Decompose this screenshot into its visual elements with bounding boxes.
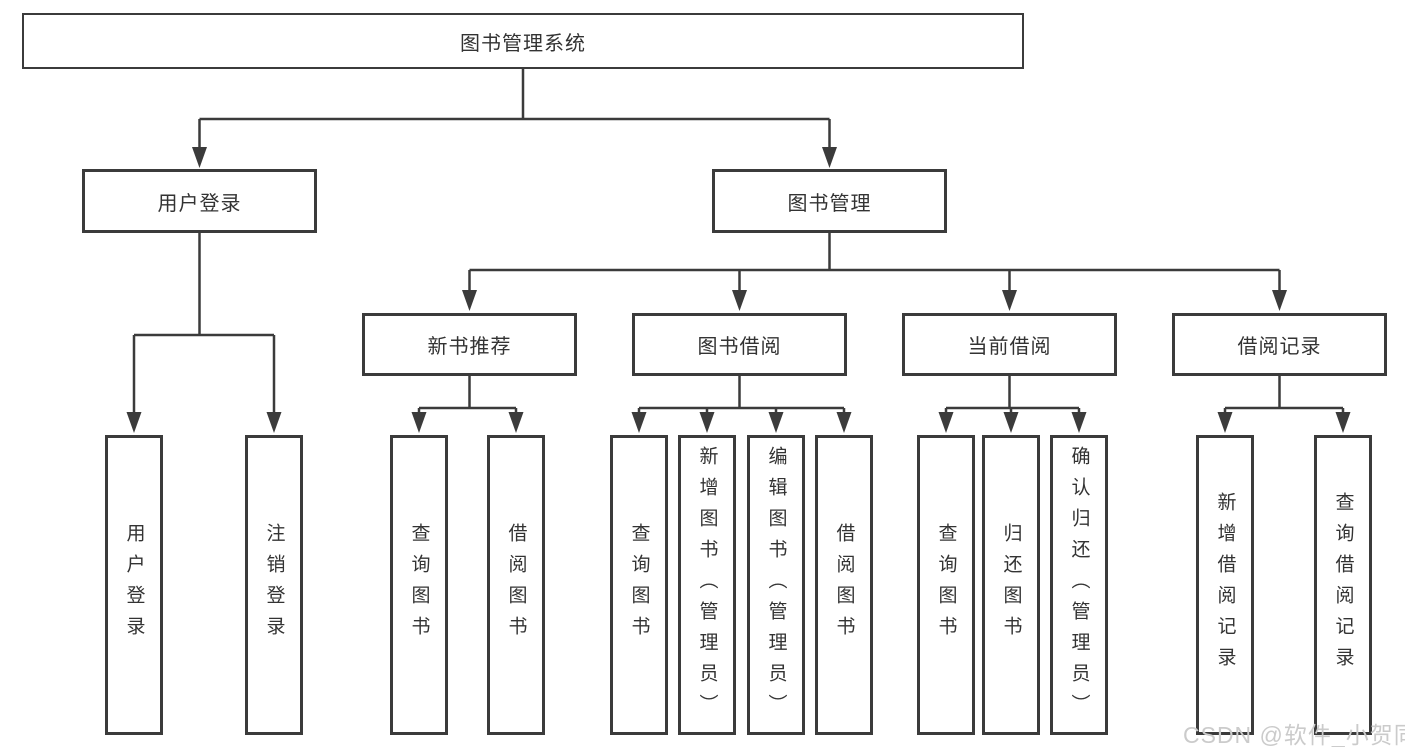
arrowhead xyxy=(126,412,142,433)
node-label: 查询图书 xyxy=(935,523,957,647)
node-label: 图书管理 xyxy=(787,192,872,215)
arrowhead xyxy=(462,290,477,311)
arrowhead xyxy=(1217,412,1233,433)
connector-book-mgmt xyxy=(468,233,1281,295)
connector-user-login xyxy=(132,233,276,416)
arrowhead xyxy=(699,412,715,433)
node-label: 确认归还（管理员） xyxy=(1068,445,1090,725)
node-new-book-recommend: 新书推荐 xyxy=(362,313,577,376)
arrowhead xyxy=(1003,412,1019,433)
leaf-edit-book-admin: 编辑图书（管理员） xyxy=(747,435,805,735)
leaf-logout: 注销登录 xyxy=(245,435,303,735)
arrowhead xyxy=(732,290,747,311)
connector-root xyxy=(198,69,831,150)
node-label: 查询借阅记录 xyxy=(1332,492,1354,678)
leaf-borrow-book-2: 借阅图书 xyxy=(815,435,873,735)
leaf-query-book-2: 查询图书 xyxy=(610,435,668,735)
arrowhead xyxy=(822,147,837,168)
arrowhead xyxy=(768,412,784,433)
node-book-borrow: 图书借阅 xyxy=(632,313,847,376)
csdn-watermark: CSDN @软件_小贺同学 xyxy=(1183,722,1405,747)
arrowhead xyxy=(938,412,954,433)
node-label: 新增图书（管理员） xyxy=(696,445,718,725)
leaf-confirm-return-admin: 确认归还（管理员） xyxy=(1050,435,1108,735)
node-label: 当前借阅 xyxy=(967,336,1052,358)
node-label: 编辑图书（管理员） xyxy=(765,445,787,725)
arrowhead xyxy=(1335,412,1351,433)
arrowhead xyxy=(1272,290,1287,311)
node-label: 查询图书 xyxy=(628,523,650,647)
node-label: 新书推荐 xyxy=(427,336,512,358)
arrowhead xyxy=(1002,290,1017,311)
node-label: 借阅图书 xyxy=(833,523,855,647)
connector-book-borrow xyxy=(637,376,846,416)
node-label: 借阅记录 xyxy=(1237,336,1322,358)
leaf-query-borrow-record: 查询借阅记录 xyxy=(1314,435,1372,735)
node-label: 借阅图书 xyxy=(505,523,527,647)
node-label: 图书管理系统 xyxy=(460,32,586,55)
node-root-system: 图书管理系统 xyxy=(22,13,1024,69)
leaf-add-borrow-record: 新增借阅记录 xyxy=(1196,435,1254,735)
arrowhead xyxy=(1071,412,1087,433)
leaf-add-book-admin: 新增图书（管理员） xyxy=(678,435,736,735)
connector-borrow-record xyxy=(1223,376,1345,416)
node-label: 新增借阅记录 xyxy=(1214,492,1236,678)
arrowhead xyxy=(631,412,647,433)
leaf-user-login: 用户登录 xyxy=(105,435,163,735)
leaf-query-book-3: 查询图书 xyxy=(917,435,975,735)
node-label: 用户登录 xyxy=(123,523,145,647)
connector-new-book xyxy=(417,376,518,416)
connector-current-borrow xyxy=(944,376,1081,416)
arrowhead xyxy=(192,147,207,168)
node-borrow-record: 借阅记录 xyxy=(1172,313,1387,376)
leaf-query-book-1: 查询图书 xyxy=(390,435,448,735)
arrowhead xyxy=(266,412,282,433)
node-user-login: 用户登录 xyxy=(82,169,317,233)
node-book-management: 图书管理 xyxy=(712,169,947,233)
arrowhead xyxy=(508,412,524,433)
node-label: 图书借阅 xyxy=(697,336,782,358)
arrowhead xyxy=(411,412,427,433)
arrowhead xyxy=(836,412,852,433)
node-label: 注销登录 xyxy=(263,523,285,647)
node-label: 用户登录 xyxy=(157,192,242,215)
node-label: 归还图书 xyxy=(1000,523,1022,647)
node-label: 查询图书 xyxy=(408,523,430,647)
leaf-return-book: 归还图书 xyxy=(982,435,1040,735)
leaf-borrow-book-1: 借阅图书 xyxy=(487,435,545,735)
node-current-borrow: 当前借阅 xyxy=(902,313,1117,376)
